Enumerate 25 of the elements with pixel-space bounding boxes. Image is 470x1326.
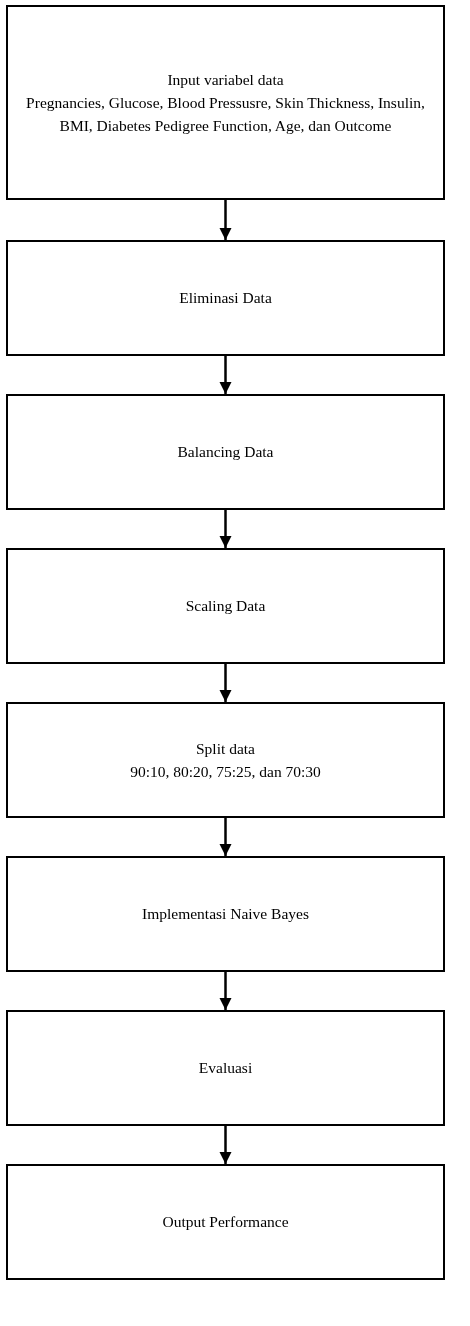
process-box: [6, 240, 445, 356]
process-box: [6, 1164, 445, 1280]
arrow: [219, 972, 232, 1010]
box-description: Pregnancies, Glucose, Blood Pressusre, Skin Thickness, Insulin, BMI, Diabetes Pedigree Function, Age, dan Outcome: [25, 92, 426, 137]
box-description: 90:10, 80:20, 75:25, dan 70:30: [130, 762, 321, 782]
box-title: Eliminasi Data: [179, 288, 272, 309]
process-box: [6, 5, 445, 200]
process-box: [6, 394, 445, 510]
process-box: [6, 856, 445, 972]
process-box: [6, 1010, 445, 1126]
box-title: Balancing Data: [177, 442, 274, 463]
box-title: Output Performance: [162, 1212, 289, 1233]
arrow: [219, 200, 232, 240]
arrow: [219, 664, 232, 702]
box-title: Scaling Data: [185, 596, 266, 617]
arrow: [219, 510, 232, 548]
arrow: [219, 818, 232, 856]
box-title: Evaluasi: [198, 1058, 253, 1079]
box-title: Implementasi Naive Bayes: [142, 904, 309, 925]
process-box: [6, 548, 445, 664]
box-title: Split data: [196, 738, 255, 759]
arrow: [219, 1126, 232, 1164]
process-box: [6, 702, 445, 818]
arrow: [219, 356, 232, 394]
box-title: Input variabel data: [167, 69, 284, 90]
